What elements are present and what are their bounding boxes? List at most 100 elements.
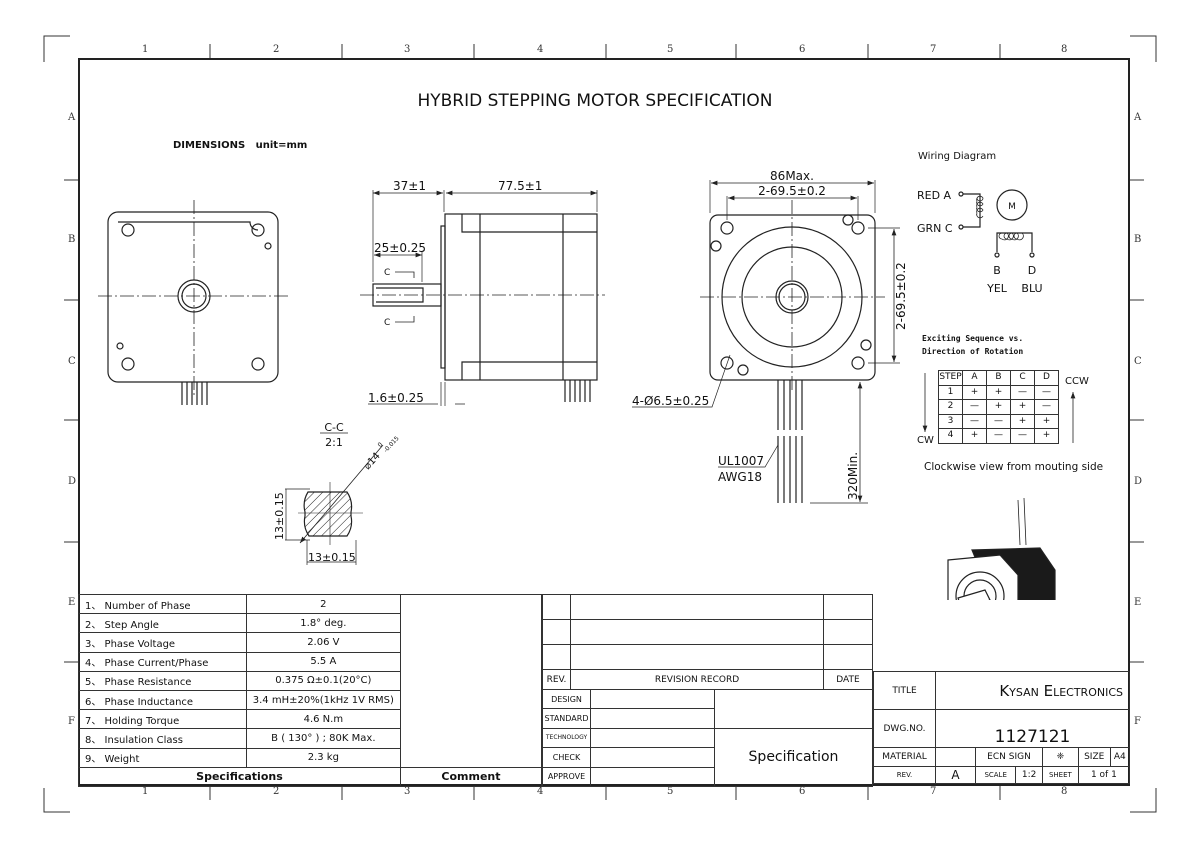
dim-hole-spacing-v: 2-69.5±0.2 bbox=[894, 262, 908, 330]
dim-tol-lower: -0.015 bbox=[382, 435, 400, 454]
dim-shaft-length: 37±1 bbox=[393, 179, 426, 193]
spec-value: B ( 130° ) ; 80K Max. bbox=[245, 728, 401, 749]
label: B bbox=[986, 370, 1011, 386]
sequence-cell: + bbox=[986, 384, 1011, 400]
wire-type: UL1007 bbox=[718, 454, 764, 468]
sequence-cell: — bbox=[962, 399, 987, 415]
comment-header: Comment bbox=[399, 766, 543, 787]
section-mark-top: C bbox=[384, 268, 390, 278]
label: REVISION RECORD bbox=[570, 669, 824, 690]
sequence-cell: — bbox=[1034, 384, 1059, 400]
comment-cell bbox=[399, 594, 543, 768]
sequence-cell: 2 bbox=[938, 399, 963, 415]
label: DESIGN bbox=[542, 688, 591, 710]
label: TECHNOLOGY bbox=[542, 727, 591, 749]
grid-column-label: 1 bbox=[142, 44, 149, 55]
sequence-cell: — bbox=[1010, 428, 1035, 444]
label: D bbox=[1034, 370, 1059, 386]
grid-row-label: B bbox=[1134, 234, 1142, 245]
grid-column-label: 7 bbox=[930, 786, 937, 797]
spec-value: 1.8° deg. bbox=[245, 613, 401, 634]
sequence-cell: — bbox=[962, 413, 987, 429]
grid-row-label: E bbox=[1134, 597, 1142, 608]
grid-row-label: D bbox=[1134, 476, 1143, 487]
sequence-cell: + bbox=[986, 399, 1011, 415]
dimensions-heading: DIMENSIONS unit=mm bbox=[173, 140, 307, 151]
label: REV. bbox=[873, 766, 936, 784]
grid-column-label: 2 bbox=[273, 786, 280, 797]
wire-d: D bbox=[1028, 264, 1036, 277]
grid-row-label: A bbox=[68, 112, 76, 123]
label: DIMENSIONS bbox=[173, 140, 246, 151]
sequence-row: 3——++ bbox=[938, 413, 1059, 429]
rotation-note: Clockwise view from mouting side bbox=[924, 461, 1103, 473]
grid-column-label: 3 bbox=[404, 786, 411, 797]
wire-b: B bbox=[993, 264, 1001, 277]
grid-row-label: B bbox=[68, 234, 76, 245]
sequence-cell: — bbox=[986, 413, 1011, 429]
doc-type: Specification bbox=[714, 727, 873, 787]
label: STANDARD bbox=[542, 708, 591, 729]
label: A bbox=[962, 370, 987, 386]
wire-yel: YEL bbox=[986, 282, 1008, 295]
grid-row-label: C bbox=[68, 356, 76, 367]
front-view bbox=[632, 180, 900, 504]
sequence-cell: 3 bbox=[938, 413, 963, 429]
label: ❈ bbox=[1041, 747, 1079, 767]
spec-label: 2、 Step Angle bbox=[78, 613, 247, 634]
company-name: Kysan Electronics bbox=[935, 671, 1130, 710]
spec-value: 3.4 mH±20%(1kHz 1V RMS) bbox=[245, 689, 401, 711]
label: ECN SIGN bbox=[975, 747, 1043, 767]
grid-row-label: C bbox=[1134, 356, 1142, 367]
grid-row-label: F bbox=[68, 716, 75, 727]
specifications-footer: Specifications bbox=[78, 766, 401, 787]
ccw-label: CCW bbox=[1065, 376, 1089, 387]
grid-column-label: 1 bbox=[142, 786, 149, 797]
sequence-cell: — bbox=[1010, 384, 1035, 400]
label: A4 bbox=[1109, 747, 1131, 767]
spec-label: 7、 Holding Torque bbox=[78, 709, 247, 730]
motor-symbol: M bbox=[1008, 202, 1016, 212]
sequence-title-1: Exciting Sequence vs. bbox=[922, 333, 1023, 343]
label: STEP bbox=[938, 370, 963, 386]
sequence-cell: — bbox=[1034, 399, 1059, 415]
dim-flat-height: 13±0.15 bbox=[273, 492, 286, 540]
sequence-cell: + bbox=[1034, 428, 1059, 444]
grid-column-label: 8 bbox=[1061, 44, 1068, 55]
grid-column-label: 3 bbox=[404, 44, 411, 55]
sequence-cell: + bbox=[1010, 413, 1035, 429]
spec-label: 6、 Phase Inductance bbox=[78, 689, 247, 711]
dim-flat-width: 13±0.15 bbox=[308, 551, 356, 564]
label: TITLE bbox=[873, 671, 936, 710]
sequence-cell: + bbox=[1010, 399, 1035, 415]
label: MATERIAL bbox=[873, 747, 936, 767]
spec-label: 4、 Phase Current/Phase bbox=[78, 651, 247, 672]
sequence-row: 1++—— bbox=[938, 384, 1059, 400]
rear-view bbox=[98, 200, 290, 405]
drawing-title: HYBRID STEPPING MOTOR SPECIFICATION bbox=[417, 91, 773, 111]
motor-isometric-illustration bbox=[947, 497, 1056, 600]
label: 1 of 1 bbox=[1077, 766, 1131, 784]
motor-drawings: 37±1 77.5±1 25±0.25 C C 1.6±0.25 C-C 2:1… bbox=[98, 151, 1103, 600]
spec-label: 3、 Phase Voltage bbox=[78, 632, 247, 653]
wire-grn-c: GRN C bbox=[917, 222, 953, 235]
section-mark-bottom: C bbox=[384, 318, 390, 328]
side-view bbox=[360, 190, 605, 406]
sequence-row: 4+——+ bbox=[938, 428, 1059, 444]
wire-gauge: AWG18 bbox=[718, 470, 762, 484]
wiring-title: Wiring Diagram bbox=[918, 151, 996, 162]
label: REV. bbox=[542, 669, 571, 690]
grid-column-label: 6 bbox=[799, 44, 806, 55]
sequence-cell: — bbox=[986, 428, 1011, 444]
dim-flange-thickness: 1.6±0.25 bbox=[368, 391, 424, 405]
label: DWG.NO. bbox=[873, 709, 936, 748]
